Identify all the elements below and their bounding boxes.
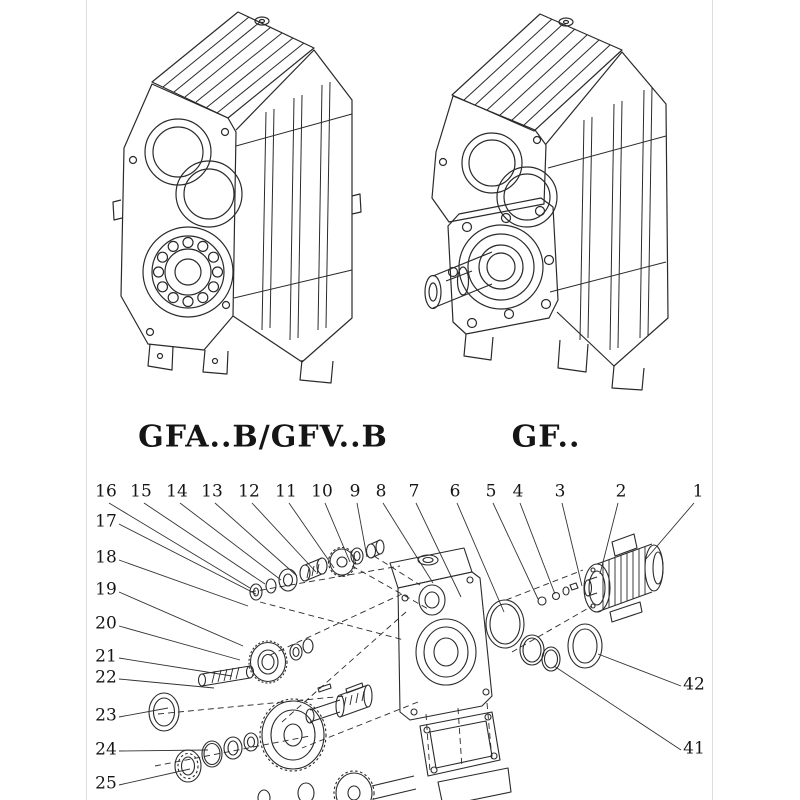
leader-line-25 bbox=[118, 768, 191, 786]
part-number-42: 42 bbox=[683, 674, 705, 695]
leader-line-21 bbox=[118, 657, 233, 677]
leader-line-4 bbox=[519, 502, 556, 595]
leader-line-12 bbox=[251, 502, 317, 573]
exploded-assembly bbox=[148, 533, 664, 800]
part-number-24: 24 bbox=[95, 739, 117, 760]
part-number-41: 41 bbox=[683, 738, 705, 759]
part-number-13: 13 bbox=[201, 481, 223, 502]
part-number-15: 15 bbox=[130, 481, 152, 502]
base-plate bbox=[419, 711, 512, 800]
part-number-3: 3 bbox=[554, 481, 566, 502]
gf-isometric-drawing bbox=[424, 13, 669, 391]
leader-line-8 bbox=[382, 502, 434, 584]
leader-lines bbox=[108, 502, 695, 786]
seal-rings bbox=[485, 582, 603, 672]
leader-line-15 bbox=[143, 502, 266, 585]
page-edge-right bbox=[712, 0, 713, 800]
leader-line-23 bbox=[118, 707, 169, 718]
leader-line-18 bbox=[118, 559, 249, 607]
leader-line-10 bbox=[324, 502, 351, 563]
leader-line-11 bbox=[288, 502, 335, 569]
leader-line-20 bbox=[118, 625, 241, 661]
leader-line-16 bbox=[108, 502, 251, 589]
part-number-1: 1 bbox=[692, 481, 704, 502]
leader-line-7 bbox=[415, 502, 462, 598]
page-edge-left bbox=[86, 0, 87, 800]
leader-line-24 bbox=[118, 749, 209, 752]
part-number-12: 12 bbox=[238, 481, 260, 502]
part-number-21: 21 bbox=[95, 646, 117, 667]
leader-line-42 bbox=[597, 653, 682, 687]
leader-line-1 bbox=[645, 502, 695, 560]
part-number-8: 8 bbox=[375, 481, 387, 502]
part-number-20: 20 bbox=[95, 613, 117, 634]
part-number-2: 2 bbox=[615, 481, 627, 502]
model-label-gfab-gfvb: GFA..B/GFV..B bbox=[138, 419, 388, 455]
part-number-7: 7 bbox=[408, 481, 420, 502]
part-number-22: 22 bbox=[95, 667, 117, 688]
leader-line-9 bbox=[356, 502, 368, 558]
leader-line-17 bbox=[118, 523, 257, 595]
gfab-isometric-drawing bbox=[112, 11, 362, 384]
bearing-face bbox=[142, 226, 234, 318]
part-number-11: 11 bbox=[275, 481, 297, 502]
part-number-23: 23 bbox=[95, 705, 117, 726]
output-shaft bbox=[424, 251, 493, 310]
gear-housing bbox=[389, 547, 493, 721]
leader-line-3 bbox=[561, 502, 583, 587]
part-number-4: 4 bbox=[512, 481, 524, 502]
leader-line-2 bbox=[599, 502, 619, 575]
output-gear-set bbox=[148, 638, 373, 783]
part-number-19: 19 bbox=[95, 579, 117, 600]
bottom-edge-parts bbox=[257, 770, 417, 800]
part-number-17: 17 bbox=[95, 511, 117, 532]
part-number-9: 9 bbox=[349, 481, 361, 502]
leader-line-22 bbox=[118, 678, 215, 689]
part-number-14: 14 bbox=[166, 481, 188, 502]
output-flange bbox=[447, 197, 559, 335]
leader-line-6 bbox=[456, 502, 505, 613]
part-number-16: 16 bbox=[95, 481, 117, 502]
part-number-5: 5 bbox=[485, 481, 497, 502]
part-number-18: 18 bbox=[95, 547, 117, 568]
model-label-gf: GF.. bbox=[511, 419, 581, 455]
part-number-10: 10 bbox=[311, 481, 333, 502]
leader-line-14 bbox=[179, 502, 282, 581]
leader-line-5 bbox=[492, 502, 539, 600]
leader-line-13 bbox=[214, 502, 298, 577]
part-number-25: 25 bbox=[95, 773, 117, 794]
leader-line-19 bbox=[118, 591, 244, 647]
part-number-6: 6 bbox=[449, 481, 461, 502]
input-shaft-parts bbox=[249, 539, 385, 601]
leader-line-41 bbox=[553, 665, 682, 751]
motor-assembly bbox=[583, 533, 664, 623]
